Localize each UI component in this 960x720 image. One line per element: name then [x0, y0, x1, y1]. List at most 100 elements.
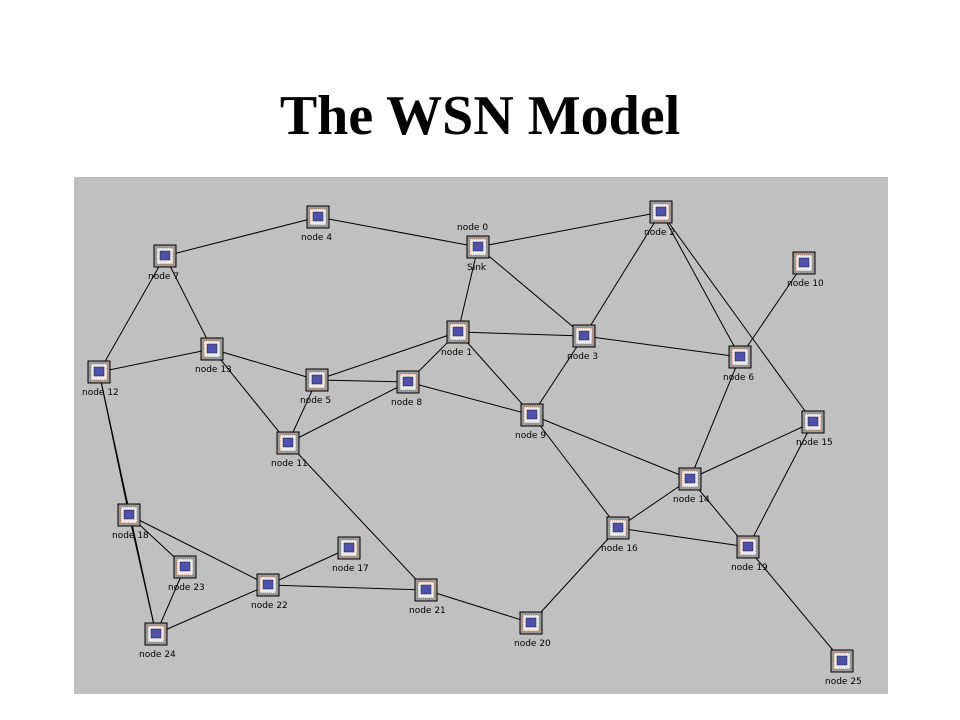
node-1-label: node 1: [441, 348, 472, 358]
node-13-label: node 13: [195, 365, 232, 375]
node-23-sensor-icon: [179, 561, 191, 572]
node-21[interactable]: node 21: [409, 578, 446, 616]
node-2-sensor-icon: [655, 206, 667, 217]
edge-3-9: [531, 335, 585, 416]
node-24-sensor-icon: [150, 628, 162, 639]
node-5-label: node 5: [300, 396, 331, 406]
node-25[interactable]: node 25: [825, 649, 862, 687]
node-20-sensor-icon: [525, 617, 537, 628]
node-25-sensor-icon: [836, 655, 848, 666]
edge-7-13: [164, 255, 213, 350]
node-4-label: node 4: [301, 233, 332, 243]
node-12[interactable]: node 12: [82, 360, 119, 398]
node-0-label: node 0: [457, 223, 488, 233]
node-9-sensor-icon: [526, 409, 538, 420]
slide-title: The WSN Model: [279, 85, 681, 147]
node-10[interactable]: node 10: [787, 251, 824, 289]
node-23[interactable]: node 23: [168, 555, 205, 593]
node-13[interactable]: node 13: [195, 337, 232, 375]
edge-13-11: [211, 348, 289, 444]
edge-2-15: [660, 211, 814, 423]
node-11-sensor-icon: [282, 437, 294, 448]
node-10-sensor-icon: [798, 257, 810, 268]
node-15-label: node 15: [796, 438, 833, 448]
node-6[interactable]: node 6: [723, 345, 754, 383]
node-15-sensor-icon: [807, 416, 819, 427]
node-22[interactable]: node 22: [251, 573, 288, 611]
edge-13-12: [98, 348, 213, 373]
node-14[interactable]: node 14: [673, 467, 710, 505]
node-1-sensor-icon: [452, 326, 464, 337]
node-9-label: node 9: [515, 431, 546, 441]
node-16-label: node 16: [601, 544, 638, 554]
edge-18-22: [128, 514, 269, 586]
node-5-sensor-icon: [311, 374, 323, 385]
node-layer: node 0 Sink node 1 node 2 node 3 node 4 node 5…: [82, 200, 862, 687]
node-13-sensor-icon: [206, 343, 218, 354]
node-25-label: node 25: [825, 677, 862, 687]
node-12-label: node 12: [82, 388, 119, 398]
node-24[interactable]: node 24: [139, 622, 176, 660]
node-7[interactable]: node 7: [148, 244, 179, 282]
edge-10-6: [739, 262, 805, 358]
edge-3-6: [583, 335, 741, 358]
node-2-label: node 2: [644, 228, 675, 238]
node-8[interactable]: node 8: [391, 370, 422, 408]
edge-15-19: [747, 421, 814, 548]
node-17-label: node 17: [332, 564, 369, 574]
node-18-sensor-icon: [123, 509, 135, 520]
node-20[interactable]: node 20: [514, 611, 551, 649]
edge-1-3: [457, 331, 585, 337]
node-8-sensor-icon: [402, 376, 414, 387]
node-10-label: node 10: [787, 279, 824, 289]
node-7-sensor-icon: [159, 250, 171, 261]
node-16[interactable]: node 16: [601, 516, 638, 554]
node-1[interactable]: node 1: [441, 320, 472, 358]
node-18[interactable]: node 18: [112, 503, 149, 541]
edge-22-24: [155, 584, 269, 635]
node-14-sensor-icon: [684, 473, 696, 484]
edge-9-14: [531, 414, 691, 480]
node-19[interactable]: node 19: [731, 535, 768, 573]
node-11-label: node 11: [271, 459, 308, 469]
edge-13-5: [211, 348, 318, 381]
node-4-sensor-icon: [312, 211, 324, 222]
node-3-label: node 3: [567, 352, 598, 362]
edge-9-16: [531, 414, 619, 529]
edge-22-21: [267, 584, 427, 591]
node-17[interactable]: node 17: [332, 536, 369, 574]
node-3[interactable]: node 3: [567, 324, 598, 362]
edge-8-9: [407, 381, 533, 416]
edge-21-20: [425, 589, 532, 624]
edge-0-1: [457, 246, 479, 333]
edge-layer: [98, 211, 843, 662]
edge-2-6: [660, 211, 741, 358]
edge-18-24: [128, 514, 157, 635]
edge-4-7: [164, 216, 319, 257]
edge-6-14: [689, 356, 741, 480]
node-0-sensor-icon: [472, 241, 484, 252]
node-24-label: node 24: [139, 650, 176, 660]
node-5[interactable]: node 5: [300, 368, 331, 406]
node-15[interactable]: node 15: [796, 410, 833, 448]
node-17-sensor-icon: [343, 542, 355, 553]
node-9[interactable]: node 9: [515, 403, 546, 441]
node-8-label: node 8: [391, 398, 422, 408]
node-11[interactable]: node 11: [271, 431, 308, 469]
wsn-network-graph: node 0 Sink node 1 node 2 node 3 node 4 node 5…: [82, 200, 862, 687]
node-12-sensor-icon: [93, 366, 105, 377]
node-14-label: node 14: [673, 495, 710, 505]
edge-1-9: [457, 331, 533, 416]
node-19-label: node 19: [731, 563, 768, 573]
edge-2-3: [583, 211, 662, 337]
node-21-sensor-icon: [420, 584, 432, 595]
node-20-label: node 20: [514, 639, 551, 649]
node-0[interactable]: node 0 Sink: [457, 223, 490, 273]
node-0-name: Sink: [467, 263, 487, 273]
node-7-label: node 7: [148, 272, 179, 282]
node-2[interactable]: node 2: [644, 200, 675, 238]
node-6-label: node 6: [723, 373, 754, 383]
edge-1-5: [316, 331, 459, 381]
edge-16-19: [617, 527, 749, 548]
node-4[interactable]: node 4: [301, 205, 332, 243]
